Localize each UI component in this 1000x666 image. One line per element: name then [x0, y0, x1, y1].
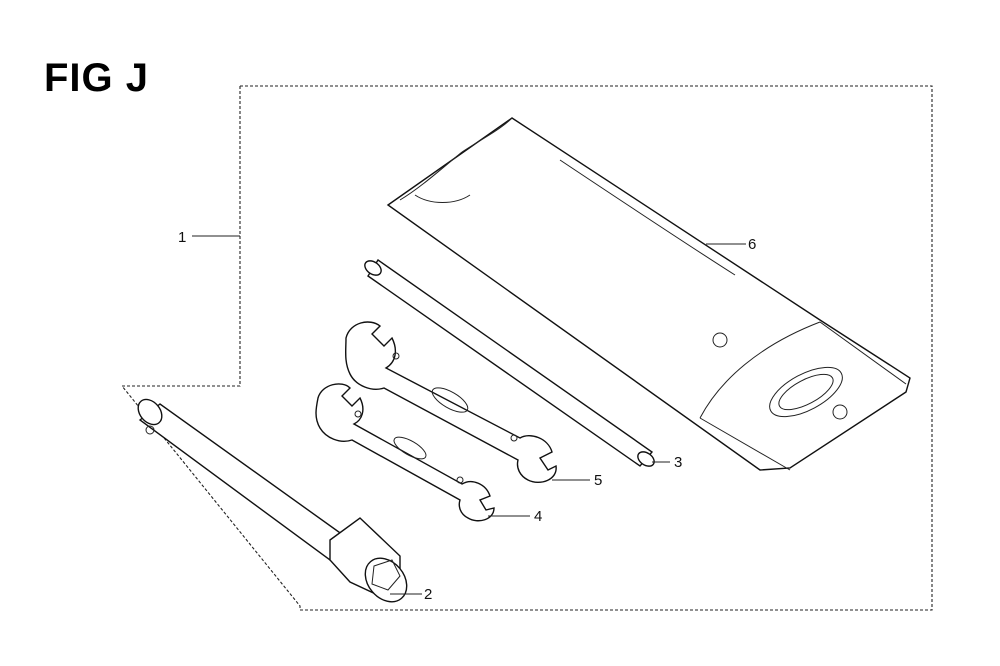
- callout-6: 6: [748, 236, 756, 253]
- callout-1: 1: [178, 229, 186, 246]
- wrench-small: [315, 383, 495, 522]
- figure-title: FIG J: [44, 56, 150, 100]
- socket-wrench: [137, 398, 408, 603]
- tool-bag: [386, 117, 911, 471]
- leader-lines: [192, 235, 746, 595]
- callout-4: 4: [534, 508, 542, 525]
- rod: [364, 259, 655, 467]
- callout-5: 5: [594, 472, 602, 489]
- assembly-boundary: [120, 85, 933, 611]
- callout-3: 3: [674, 454, 682, 471]
- wrench-large: [344, 321, 557, 484]
- callout-2: 2: [424, 586, 432, 603]
